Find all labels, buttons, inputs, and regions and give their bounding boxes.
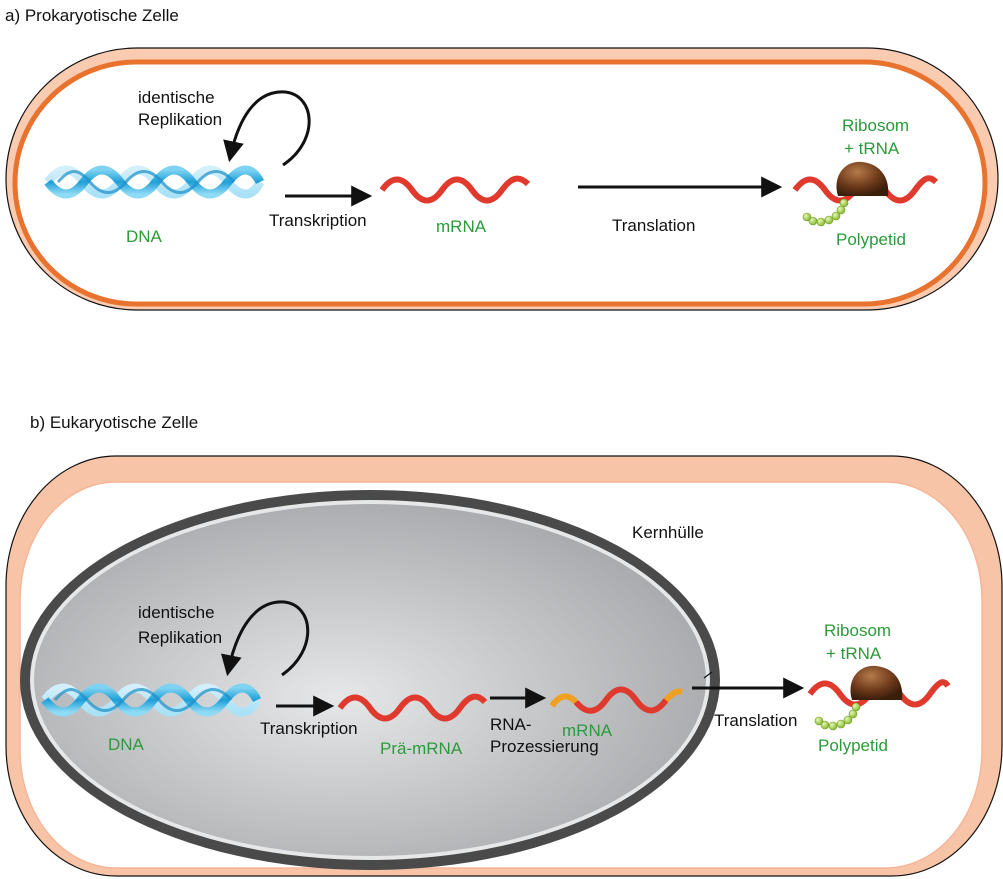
dna-helix	[44, 165, 265, 199]
pre-mrna-strand	[337, 693, 488, 722]
replication-label-line1: identische	[138, 88, 215, 107]
dna-helix	[41, 683, 262, 717]
replication-arrow	[223, 90, 311, 167]
processing-label-line2: Prozessierung	[490, 737, 599, 756]
polypeptide-label: Polypetid	[818, 736, 888, 755]
ribosome-label-line1: Ribosom	[824, 621, 892, 640]
dna-label: DNA	[126, 227, 162, 246]
panel-a-heading: a) Prokaryotische Zelle	[5, 6, 179, 25]
ribosome-label-line1: Ribosom	[842, 116, 910, 135]
mrna-label: mRNA	[436, 217, 487, 236]
replication-label-line2: Replikation	[138, 628, 223, 647]
translation-label: Translation	[714, 711, 798, 730]
transcription-label: Transkription	[260, 719, 358, 738]
replication-label-line1: identische	[138, 603, 215, 622]
ribosome	[836, 161, 889, 196]
nuclear-envelope-label: Kernhülle	[632, 523, 704, 542]
mrna-label: mRNA	[562, 721, 613, 740]
dna-label: DNA	[108, 735, 144, 754]
polypeptide-chain	[802, 198, 849, 227]
polypeptide-chain	[814, 702, 861, 731]
nucleus	[20, 490, 720, 870]
mrna-strand	[549, 686, 683, 714]
translation-label: Translation	[612, 216, 696, 235]
transcription-label: Transkription	[269, 211, 367, 230]
nuclear-pore-mark	[703, 671, 713, 679]
processing-label-line1: RNA-	[490, 715, 532, 734]
ribosome-label-line2: + tRNA	[844, 139, 900, 158]
mrna-strand	[379, 175, 531, 204]
ribosome	[850, 665, 903, 700]
prokaryote-cell	[5, 47, 999, 311]
replication-arrow	[221, 600, 310, 677]
polypeptide-label: Polypetid	[836, 230, 906, 249]
prokaryote-membrane	[12, 59, 988, 307]
pre-mrna-label: Prä-mRNA	[380, 739, 463, 758]
ribosome-label-line2: + tRNA	[826, 644, 882, 663]
nucleoplasm	[34, 504, 706, 856]
panel-b-heading: b) Eukaryotische Zelle	[30, 413, 199, 432]
replication-label-line2: Replikation	[138, 110, 223, 129]
